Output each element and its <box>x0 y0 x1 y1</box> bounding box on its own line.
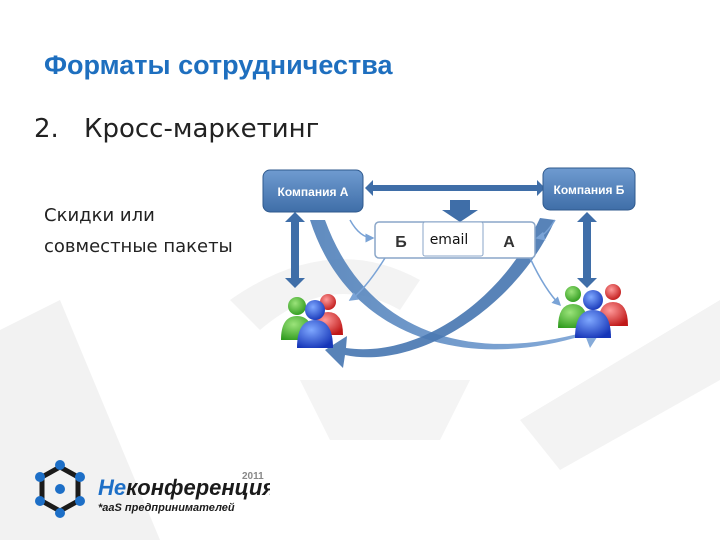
double-arrow-companies <box>365 180 545 196</box>
slide-title: Форматы сотрудничества <box>44 50 393 80</box>
description-line: совместные пакеты <box>44 236 233 257</box>
list-point: 2. Кросс-маркетинг <box>34 114 319 144</box>
point-number: 2. <box>34 114 59 144</box>
description-line: Скидки или <box>44 205 155 226</box>
swoosh-arrow-left <box>310 220 603 350</box>
customers-left-icon <box>281 294 343 348</box>
logo-tagline: *aaS предпринимателей <box>98 502 235 514</box>
company-b-label: Компания Б <box>554 183 625 197</box>
package-middle-label: email <box>430 232 469 248</box>
package-left-label: Б <box>395 234 407 251</box>
swoosh-arrow-right <box>325 218 555 368</box>
logo-brand-rest: конференция <box>126 475 270 500</box>
company-a-node: Компания А <box>262 169 364 213</box>
point-text: Кросс-маркетинг <box>84 114 320 144</box>
customers-right-icon <box>558 284 628 338</box>
company-b-node: Компания Б <box>542 167 636 211</box>
logo-year: 2011 <box>242 471 264 482</box>
double-arrow-left-customers <box>285 212 305 288</box>
nekonferencia-logo: Неконференция 2011 *aaS предпринимателей <box>35 460 270 518</box>
logo-brand-prefix: Не <box>98 475 126 500</box>
down-arrow-package <box>442 200 478 222</box>
svg-text:Неконференция: Неконференция <box>98 475 270 500</box>
description: Скидки или совместные пакеты <box>44 200 274 262</box>
company-a-label: Компания А <box>278 185 349 199</box>
package-box: Б email А <box>374 221 536 259</box>
package-right-label: А <box>503 234 515 251</box>
cross-marketing-diagram: Компания А Компания Б Б email А <box>262 167 636 368</box>
cube-network-icon <box>35 460 85 518</box>
double-arrow-right-customers <box>577 212 597 288</box>
